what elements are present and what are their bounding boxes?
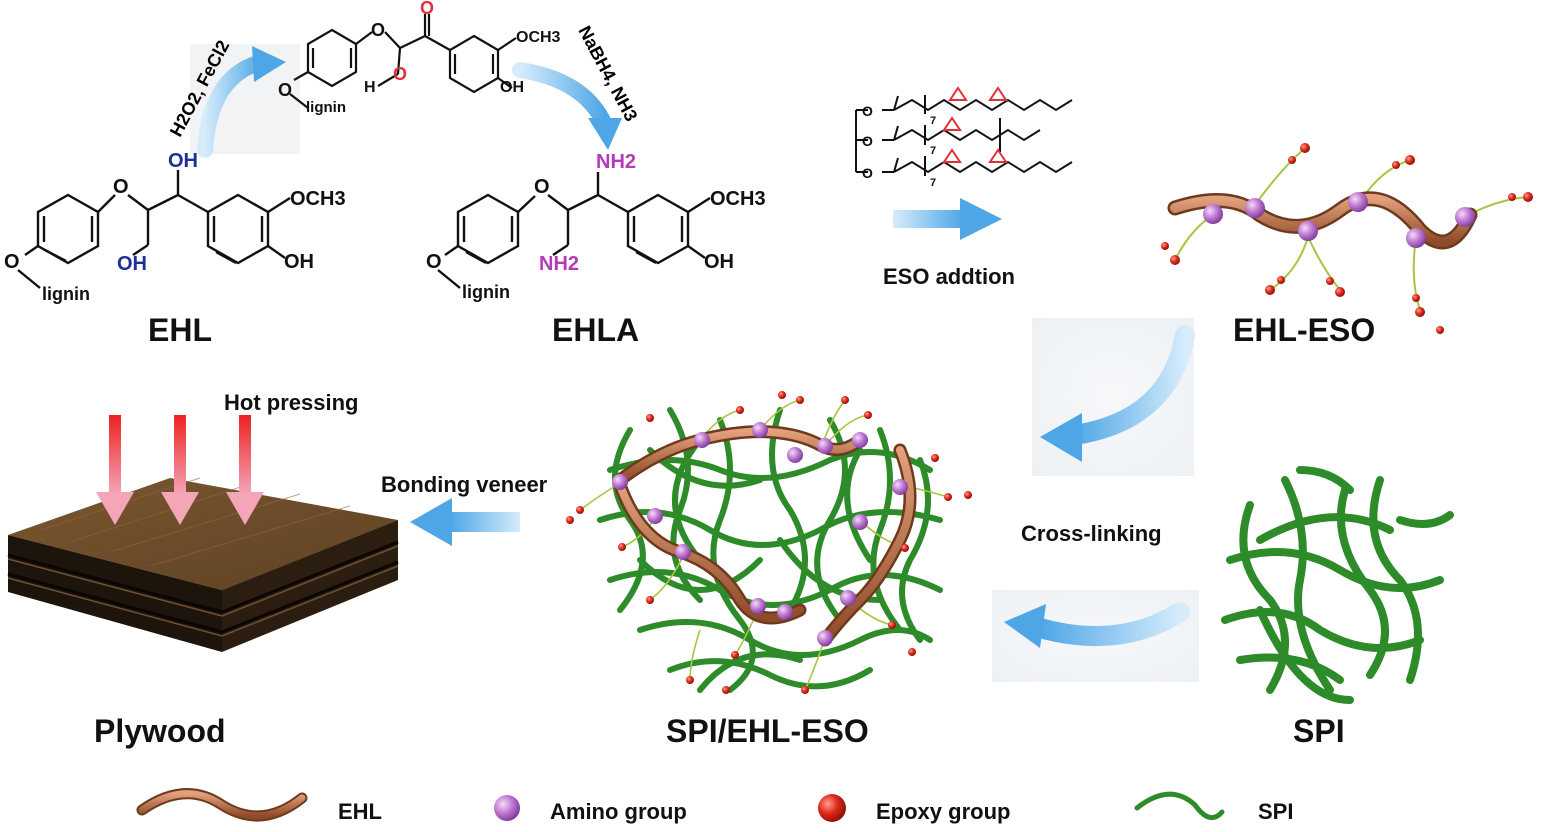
ehla-oh-ring: OH [704,251,734,273]
ehl-o-link: O [4,251,20,273]
intermediate-ketone-o: O [420,0,434,18]
intermediate-och3: OCH3 [516,29,561,46]
legend-spi-label: SPI [1258,799,1293,824]
ehla-structure [437,172,711,289]
eso-o-3: O [862,165,873,181]
ehla-och3: OCH3 [710,188,766,210]
hot-pressing-label: Hot pressing [224,390,358,415]
legend-amino-icon [494,795,520,821]
bonding-veneer-label: Bonding veneer [381,472,548,497]
legend-epoxy-label: Epoxy group [876,799,1010,824]
eso-index-1: 7 [930,115,936,127]
eso-addition-arrow [893,198,1002,240]
intermediate-oh-ring: OH [500,79,524,96]
legend-spi-icon [1134,791,1225,821]
intermediate-lignin: lignin [306,99,346,116]
cross-linking-arrow-upper [1032,318,1195,476]
eso-o-2: O [862,133,873,149]
hot-pressing-arrows [96,415,264,525]
legend-amino-label: Amino group [550,799,687,824]
ehl-oh-ring: OH [284,251,314,273]
eso-index-2: 7 [930,145,936,157]
plywood-label: Plywood [94,713,226,749]
eso-index-3: 7 [930,177,936,189]
intermediate-o-ring: O [278,80,292,100]
ehl-och3: OCH3 [290,188,346,210]
ehla-label: EHLA [552,312,639,348]
bonding-veneer-arrow [410,498,520,546]
ehl-eso-graphic [1161,143,1533,334]
ehl-oh-side: OH [117,253,147,275]
eso-epoxide-rings [942,86,1008,163]
ehl-eso-label: EHL-ESO [1233,312,1375,348]
eso-structure [855,95,1073,176]
cross-linking-label: Cross-linking [1021,521,1162,546]
eso-addition-label: ESO addtion [883,264,1015,289]
ehl-lignin: lignin [42,284,90,304]
legend-ehl-icon [136,788,308,822]
ehl-oh-top: OH [168,150,198,172]
oxidation-arrow [190,44,300,158]
intermediate-o-link: O [371,20,385,40]
plywood-graphic [7,477,399,652]
intermediate-aldehyde-o: O [393,64,407,84]
ehla-o-link: O [426,251,442,273]
legend: EHL Amino group Epoxy group SPI [136,788,1293,824]
reduction-arrow [512,62,622,150]
ehl-label: EHL [148,312,212,348]
cross-linking-arrow-lower [992,590,1199,682]
spi-graphic [1221,466,1454,704]
legend-epoxy-icon [818,794,846,822]
eso-o-1: O [862,103,873,119]
ehla-nh2-side: NH2 [539,253,579,275]
ehl-o-ring: O [113,176,129,198]
ehla-o-ring: O [534,176,550,198]
ehl-structure [17,170,291,289]
spi-label: SPI [1293,713,1345,749]
intermediate-aldehyde-h: H [364,79,376,96]
ehla-nh2-top: NH2 [596,151,636,173]
spi-ehl-eso-label: SPI/EHL-ESO [666,713,869,749]
intermediate-structure [289,14,517,109]
ehla-lignin: lignin [462,282,510,302]
reduction-reagent: NaBH4, NH3 [574,22,641,124]
spi-ehl-eso-network [566,391,972,694]
legend-ehl-label: EHL [338,799,382,824]
